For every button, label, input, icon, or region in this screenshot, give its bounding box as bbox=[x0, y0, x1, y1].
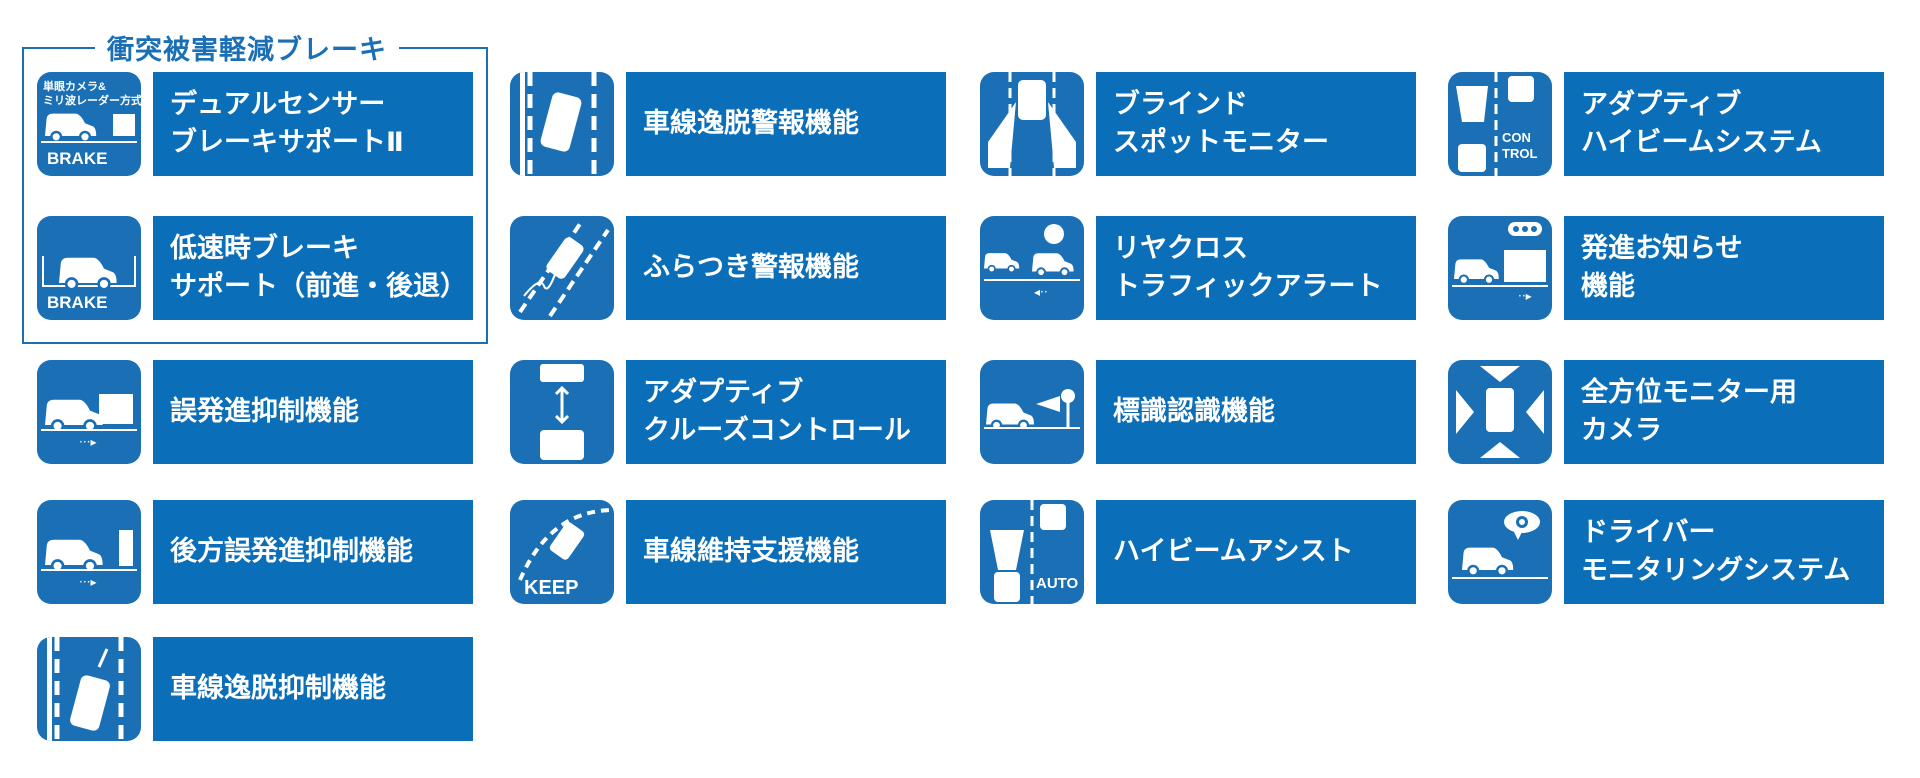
icon-text: CON bbox=[1502, 130, 1531, 145]
lane-departure-prevention-icon bbox=[37, 637, 141, 741]
feature-label-line: 後方誤発進抑制機能 bbox=[170, 536, 413, 567]
feature-label: デュアルセンサーブレーキサポートⅡ bbox=[153, 72, 473, 176]
feature-label-line: ブラインド bbox=[1113, 89, 1248, 120]
feature-card: 標識認識機能 bbox=[980, 360, 1420, 464]
feature-label-line: 低速時ブレーキ bbox=[170, 233, 359, 264]
feature-label-line: 標識認識機能 bbox=[1113, 396, 1275, 427]
feature-card: 全方位モニター用カメラ bbox=[1448, 360, 1888, 464]
icon-text: TROL bbox=[1502, 146, 1537, 161]
feature-label: リヤクロストラフィックアラート bbox=[1096, 216, 1416, 320]
rear-cross-traffic-icon: ◂·· bbox=[980, 216, 1084, 320]
feature-label: アダプティブハイビームシステム bbox=[1564, 72, 1884, 176]
feature-label: 全方位モニター用カメラ bbox=[1564, 360, 1884, 464]
icon-text: BRAKE bbox=[47, 149, 107, 168]
feature-label-line: デュアルセンサー bbox=[170, 89, 386, 120]
adaptive-cruise-icon bbox=[510, 360, 614, 464]
feature-label-line: クルーズコントロール bbox=[643, 415, 911, 446]
feature-label: アダプティブクルーズコントロール bbox=[626, 360, 946, 464]
icon-text: AUTO bbox=[1036, 575, 1079, 592]
feature-label: 後方誤発進抑制機能 bbox=[153, 500, 473, 604]
blind-spot-icon bbox=[980, 72, 1084, 176]
feature-label: 標識認識機能 bbox=[1096, 360, 1416, 464]
feature-card: 車線逸脱抑制機能 bbox=[37, 637, 477, 741]
feature-label-line: ドライバー bbox=[1581, 517, 1716, 548]
feature-label-line: アダプティブ bbox=[1581, 89, 1742, 120]
feature-card: アダプティブクルーズコントロール bbox=[510, 360, 950, 464]
svg-text:··▸: ··▸ bbox=[1518, 289, 1532, 303]
feature-card: ◂·· リヤクロストラフィックアラート bbox=[980, 216, 1420, 320]
icon-text: 単眼カメラ& bbox=[43, 79, 106, 93]
feature-label-line: 全方位モニター用 bbox=[1581, 377, 1797, 408]
feature-card: ···▸ 誤発進抑制機能 bbox=[37, 360, 477, 464]
feature-label-line: モニタリングシステム bbox=[1581, 555, 1851, 586]
svg-text:···▸: ···▸ bbox=[79, 435, 96, 449]
svg-text:···▸: ···▸ bbox=[79, 575, 96, 589]
feature-card: ブラインドスポットモニター bbox=[980, 72, 1420, 176]
feature-label-line: 車線維持支援機能 bbox=[643, 536, 859, 567]
feature-label-line: 誤発進抑制機能 bbox=[170, 396, 359, 427]
high-beam-assist-icon: AUTO bbox=[980, 500, 1084, 604]
feature-label: ブラインドスポットモニター bbox=[1096, 72, 1416, 176]
feature-card: 単眼カメラ&ミリ波レーダー方式 BRAKE デュアルセンサーブレーキサポートⅡ bbox=[37, 72, 477, 176]
dual-sensor-brake-icon: 単眼カメラ&ミリ波レーダー方式 BRAKE bbox=[37, 72, 141, 176]
rear-false-start-prevention-icon: ···▸ bbox=[37, 500, 141, 604]
feature-label: 低速時ブレーキサポート（前進・後退） bbox=[153, 216, 473, 320]
feature-card: ··▸ 発進お知らせ機能 bbox=[1448, 216, 1888, 320]
feature-label-line: カメラ bbox=[1581, 415, 1662, 446]
feature-label-line: 車線逸脱警報機能 bbox=[643, 108, 859, 139]
feature-label-line: 発進お知らせ bbox=[1581, 233, 1743, 264]
feature-label: 発進お知らせ機能 bbox=[1564, 216, 1884, 320]
feature-label: ハイビームアシスト bbox=[1096, 500, 1416, 604]
feature-card: AUTO ハイビームアシスト bbox=[980, 500, 1420, 604]
feature-label: 車線逸脱抑制機能 bbox=[153, 637, 473, 741]
low-speed-brake-icon: BRAKE bbox=[37, 216, 141, 320]
sign-recognition-icon bbox=[980, 360, 1084, 464]
feature-label-line: ハイビームアシスト bbox=[1113, 536, 1354, 567]
feature-label-line: ブレーキサポートⅡ bbox=[170, 127, 404, 158]
feature-label-line: リヤクロス bbox=[1113, 233, 1248, 264]
feature-card: ···▸ 後方誤発進抑制機能 bbox=[37, 500, 477, 604]
driver-monitor-icon bbox=[1448, 500, 1552, 604]
feature-label-line: トラフィックアラート bbox=[1113, 271, 1383, 302]
false-start-prevention-icon: ···▸ bbox=[37, 360, 141, 464]
start-notification-icon: ··▸ bbox=[1448, 216, 1552, 320]
feature-label: ふらつき警報機能 bbox=[626, 216, 946, 320]
feature-card: ふらつき警報機能 bbox=[510, 216, 950, 320]
feature-card: ドライバーモニタリングシステム bbox=[1448, 500, 1888, 604]
panoramic-camera-icon bbox=[1448, 360, 1552, 464]
feature-label-line: スポットモニター bbox=[1113, 127, 1329, 158]
icon-text: BRAKE bbox=[47, 293, 107, 312]
group-title: 衝突被害軽減ブレーキ bbox=[95, 28, 399, 67]
icon-text: KEEP bbox=[524, 577, 578, 599]
lane-departure-warning-icon bbox=[510, 72, 614, 176]
feature-label-line: アダプティブ bbox=[643, 377, 804, 408]
sway-warning-icon bbox=[510, 216, 614, 320]
svg-text:◂··: ◂·· bbox=[1034, 285, 1048, 299]
feature-card: 車線逸脱警報機能 bbox=[510, 72, 950, 176]
feature-label-line: 車線逸脱抑制機能 bbox=[170, 673, 386, 704]
feature-label: 車線維持支援機能 bbox=[626, 500, 946, 604]
feature-card: BRAKE 低速時ブレーキサポート（前進・後退） bbox=[37, 216, 477, 320]
feature-card: KEEP 車線維持支援機能 bbox=[510, 500, 950, 604]
feature-label-line: ハイビームシステム bbox=[1581, 127, 1822, 158]
lane-keep-icon: KEEP bbox=[510, 500, 614, 604]
feature-label: 誤発進抑制機能 bbox=[153, 360, 473, 464]
feature-label-line: 機能 bbox=[1581, 271, 1635, 302]
feature-label: ドライバーモニタリングシステム bbox=[1564, 500, 1884, 604]
feature-label-line: ふらつき警報機能 bbox=[643, 252, 859, 283]
feature-label-line: サポート（前進・後退） bbox=[170, 271, 467, 302]
feature-label: 車線逸脱警報機能 bbox=[626, 72, 946, 176]
icon-text: ミリ波レーダー方式 bbox=[43, 93, 141, 107]
